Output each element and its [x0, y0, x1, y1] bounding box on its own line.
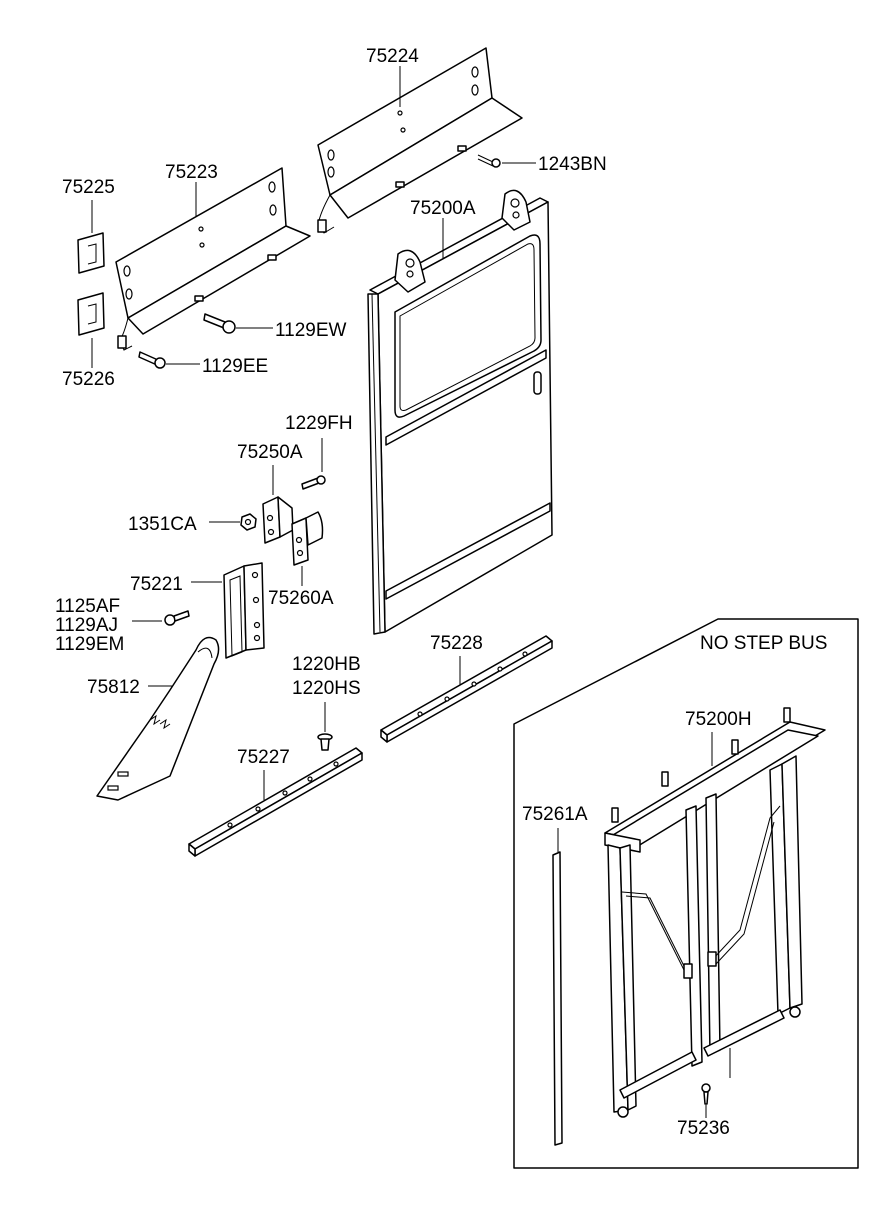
- label-1129EE: 1129EE: [202, 356, 268, 377]
- label-75228: 75228: [430, 633, 483, 654]
- inset-title: NO STEP BUS: [700, 633, 827, 654]
- door-75200A: [367, 189, 553, 635]
- label-1229FH: 1229FH: [285, 413, 353, 434]
- inset-no-step-bus: NO STEP BUS 75200H 75261A: [513, 618, 859, 1169]
- bolt-1129AJ: [164, 610, 190, 626]
- label-1220HS: 1220HS: [292, 678, 361, 699]
- part-75223-bracket: [115, 167, 311, 351]
- screw-1220HB: [317, 733, 333, 751]
- label-75236: 75236: [677, 1118, 730, 1139]
- label-75200H: 75200H: [685, 709, 752, 730]
- label-75812: 75812: [87, 677, 140, 698]
- bolt-1129EW: [203, 313, 236, 334]
- label-75261A: 75261A: [522, 804, 588, 825]
- bolt-1129EE: [138, 351, 166, 369]
- screw-1229FH: [301, 475, 326, 490]
- strip-75261A: [552, 851, 563, 1146]
- part-75224-bracket: [317, 47, 523, 234]
- label-75221: 75221: [130, 574, 183, 595]
- label-75200A: 75200A: [410, 198, 476, 219]
- bolt-1243BN: [477, 154, 501, 168]
- label-75250A: 75250A: [237, 442, 303, 463]
- label-1129AJ: 1129AJ: [55, 615, 118, 636]
- label-1220HB: 1220HB: [292, 654, 361, 675]
- shim-75226: [77, 292, 105, 336]
- label-75226: 75226: [62, 369, 115, 390]
- label-75223: 75223: [165, 162, 218, 183]
- label-75224: 75224: [366, 46, 419, 67]
- label-1129EW: 1129EW: [275, 320, 347, 341]
- label-75227: 75227: [237, 747, 290, 768]
- nut-1351CA: [240, 513, 257, 531]
- screw-75236: [701, 1083, 711, 1105]
- sill-75228: [380, 635, 553, 743]
- label-1243BN: 1243BN: [538, 154, 607, 175]
- bracket-75250A: [262, 496, 294, 544]
- label-1125AF: 1125AF: [55, 596, 120, 617]
- arm-75812: [96, 636, 220, 801]
- sill-75227: [188, 747, 363, 857]
- label-75260A: 75260A: [268, 588, 334, 609]
- door-75200H: [604, 707, 826, 1118]
- bracket-75260A: [291, 511, 324, 566]
- shim-75225: [77, 232, 105, 274]
- label-1129EM: 1129EM: [55, 634, 124, 655]
- label-1351CA: 1351CA: [128, 514, 197, 535]
- label-75225: 75225: [62, 177, 115, 198]
- channel-75221: [223, 562, 265, 659]
